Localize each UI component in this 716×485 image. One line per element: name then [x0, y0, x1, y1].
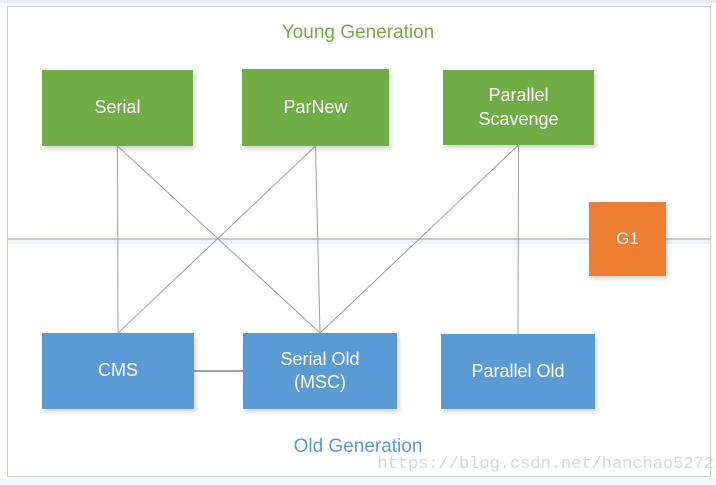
- node-serial-old: Serial Old (MSC): [243, 333, 397, 409]
- young-generation-title: Young Generation: [281, 22, 435, 43]
- node-cms: CMS: [42, 333, 194, 409]
- node-parnew: ParNew: [242, 69, 389, 146]
- node-parnew-label: ParNew: [283, 96, 348, 117]
- node-g1-label: G1: [616, 229, 639, 249]
- node-parallel-scavenge-label-line2: Scavenge: [478, 108, 559, 129]
- csdn-watermark: https://blog.csdn.net/hanchao5272: [377, 455, 714, 474]
- node-cms-label: CMS: [98, 360, 138, 381]
- top-edge-strip: [0, 0, 716, 3]
- node-serial-label: Serial: [94, 97, 141, 118]
- node-parallel-scavenge-label-line1: Parallel: [488, 85, 549, 106]
- node-g1: G1: [589, 202, 666, 276]
- node-serial: Serial: [42, 70, 193, 146]
- old-generation-title: Old Generation: [293, 436, 423, 457]
- bottom-edge-strip: [0, 478, 716, 485]
- node-serial-old-label-line2: (MSC): [294, 372, 346, 392]
- node-parallel-old-label: Parallel Old: [471, 360, 565, 381]
- node-parallel-scavenge: Parallel Scavenge: [443, 70, 594, 145]
- node-serial-old-label-line1: Serial Old: [280, 348, 360, 369]
- node-parallel-old: Parallel Old: [441, 334, 595, 409]
